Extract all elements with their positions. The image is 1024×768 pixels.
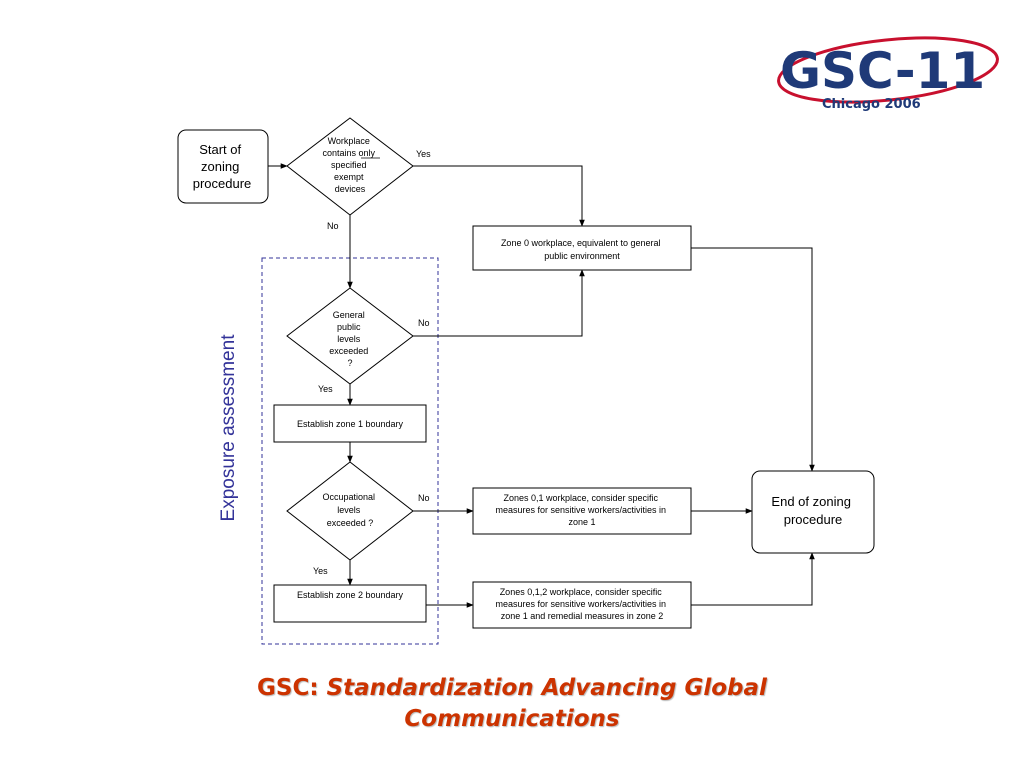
zone012-line: Zones 0,1,2 workplace, consider specific <box>500 587 663 597</box>
end-line: End of zoning <box>771 494 851 509</box>
zone01-line: Zones 0,1 workplace, consider specific <box>503 493 658 503</box>
logo-name: GSC-11 <box>780 42 985 100</box>
label-general-yes: Yes <box>318 384 333 394</box>
general-levels-decision <box>286 287 414 385</box>
zone01-line: measures for sensitive workers/activitie… <box>495 505 666 515</box>
start-line: zoning <box>201 159 239 174</box>
zone012-box <box>472 581 692 629</box>
zone2-line: Establish zone 2 boundary <box>297 590 404 600</box>
arrow-zone012-to-end <box>691 552 815 606</box>
exposure-assessment-label: Exposure assessment <box>218 334 239 522</box>
label-occupational-yes: Yes <box>313 566 328 576</box>
gsc-11-logo: GSC-11 Chicago 2006 <box>777 36 999 112</box>
start-node <box>177 129 269 204</box>
logo-subtitle: Chicago 2006 <box>822 97 921 112</box>
connectors <box>268 163 815 608</box>
occupational-line: levels <box>337 505 361 515</box>
workplace-decision-text: Workplace contains only specified exempt… <box>322 136 377 194</box>
zone01-text: Zones 0,1 workplace, consider specific m… <box>495 493 668 527</box>
zone01-line: zone 1 <box>568 517 595 527</box>
start-line: Start of <box>199 142 241 157</box>
label-workplace-no: No <box>327 221 339 231</box>
arrow-zone0-to-end <box>691 247 815 472</box>
zone0-text: Zone 0 workplace, equivalent to general … <box>501 238 663 261</box>
workplace-line: devices <box>335 184 366 194</box>
workplace-line: contains only <box>322 148 375 158</box>
workplace-decision <box>286 117 414 216</box>
general-line: exceeded <box>329 346 368 356</box>
footer-tagline-1: Standardization Advancing Global <box>326 675 767 701</box>
zone1-boundary-text: Establish zone 1 boundary <box>297 419 404 429</box>
zone2-boundary-box <box>273 584 427 623</box>
occupational-levels-decision <box>286 461 414 561</box>
general-line: ? <box>347 358 352 368</box>
zone012-text: Zones 0,1,2 workplace, consider specific… <box>495 587 668 621</box>
occupational-line: Occupational <box>322 492 375 502</box>
end-text: End of zoning procedure <box>771 494 854 527</box>
zone01-box <box>472 487 692 535</box>
occupational-line: exceeded ? <box>327 518 374 528</box>
workplace-line: exempt <box>334 172 364 182</box>
footer-tagline-2: Communications <box>404 706 620 732</box>
zone1-line: Establish zone 1 boundary <box>297 419 404 429</box>
end-line: procedure <box>784 512 843 527</box>
zone012-line: zone 1 and remedial measures in zone 2 <box>501 611 664 621</box>
zone012-line: measures for sensitive workers/activitie… <box>495 599 666 609</box>
footer-prefix: GSC: <box>257 675 319 701</box>
zone0-line: public environment <box>544 251 620 261</box>
footer-line-2: Communications <box>0 704 1024 735</box>
label-workplace-yes: Yes <box>416 149 431 159</box>
arrow-workplace-yes <box>413 165 585 227</box>
zone2-boundary-text: Establish zone 2 boundary <box>297 590 404 600</box>
zone1-boundary-box <box>273 404 427 443</box>
zone0-line: Zone 0 workplace, equivalent to general <box>501 238 661 248</box>
workplace-line: Workplace <box>328 136 370 146</box>
footer-slogan: GSC: Standardization Advancing Global Co… <box>0 673 1024 735</box>
footer-line-1: GSC: Standardization Advancing Global <box>0 673 1024 704</box>
general-line: levels <box>337 334 361 344</box>
label-occupational-no: No <box>418 493 430 503</box>
start-text: Start of zoning procedure <box>193 142 252 191</box>
zone0-box <box>472 225 692 271</box>
start-line: procedure <box>193 176 252 191</box>
general-decision-text: General public levels exceeded ? <box>329 310 371 368</box>
workplace-line: specified <box>331 160 367 170</box>
logo-swoosh <box>777 36 999 104</box>
occupational-decision-text: Occupational levels exceeded ? <box>322 492 377 528</box>
end-node <box>751 470 875 554</box>
general-line: public <box>337 322 361 332</box>
arrow-general-no <box>413 269 585 337</box>
general-line: General <box>333 310 365 320</box>
label-general-no: No <box>418 318 430 328</box>
